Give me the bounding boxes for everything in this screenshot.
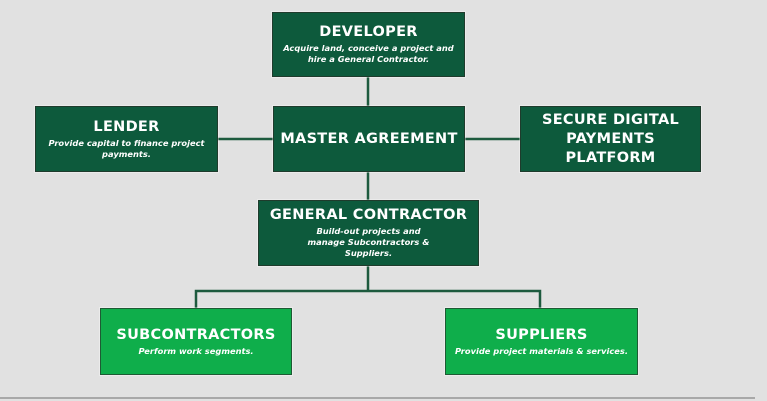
node-title: SUPPLIERS xyxy=(495,326,588,343)
connector-contractor-branches xyxy=(194,289,542,308)
node-lender: LENDER Provide capital to finance projec… xyxy=(35,106,218,172)
node-description: Build-out projects and manage Subcontrac… xyxy=(307,226,430,258)
node-description: Acquire land, conceive a project and hir… xyxy=(283,43,454,64)
node-subcontractors: SUBCONTRACTORS Perform work segments. xyxy=(100,308,292,375)
node-description: Perform work segments. xyxy=(138,345,254,356)
node-general-contractor: GENERAL CONTRACTOR Build-out projects an… xyxy=(258,200,479,266)
node-developer: DEVELOPER Acquire land, conceive a proje… xyxy=(272,12,465,77)
bottom-divider xyxy=(0,397,755,399)
node-title: SUBCONTRACTORS xyxy=(116,326,276,343)
node-description: Provide capital to finance project payme… xyxy=(48,137,205,159)
node-title: SECURE DIGITAL PAYMENTS PLATFORM xyxy=(541,111,680,166)
node-title: LENDER xyxy=(93,118,160,135)
node-title: DEVELOPER xyxy=(319,24,418,40)
node-description: Provide project materials & services. xyxy=(454,345,628,356)
node-title: GENERAL CONTRACTOR xyxy=(269,207,468,223)
node-secure-digital-payments-platform: SECURE DIGITAL PAYMENTS PLATFORM xyxy=(520,106,701,172)
node-title: MASTER AGREEMENT xyxy=(280,130,458,147)
node-master-agreement: MASTER AGREEMENT xyxy=(273,106,465,172)
node-suppliers: SUPPLIERS Provide project materials & se… xyxy=(445,308,638,375)
